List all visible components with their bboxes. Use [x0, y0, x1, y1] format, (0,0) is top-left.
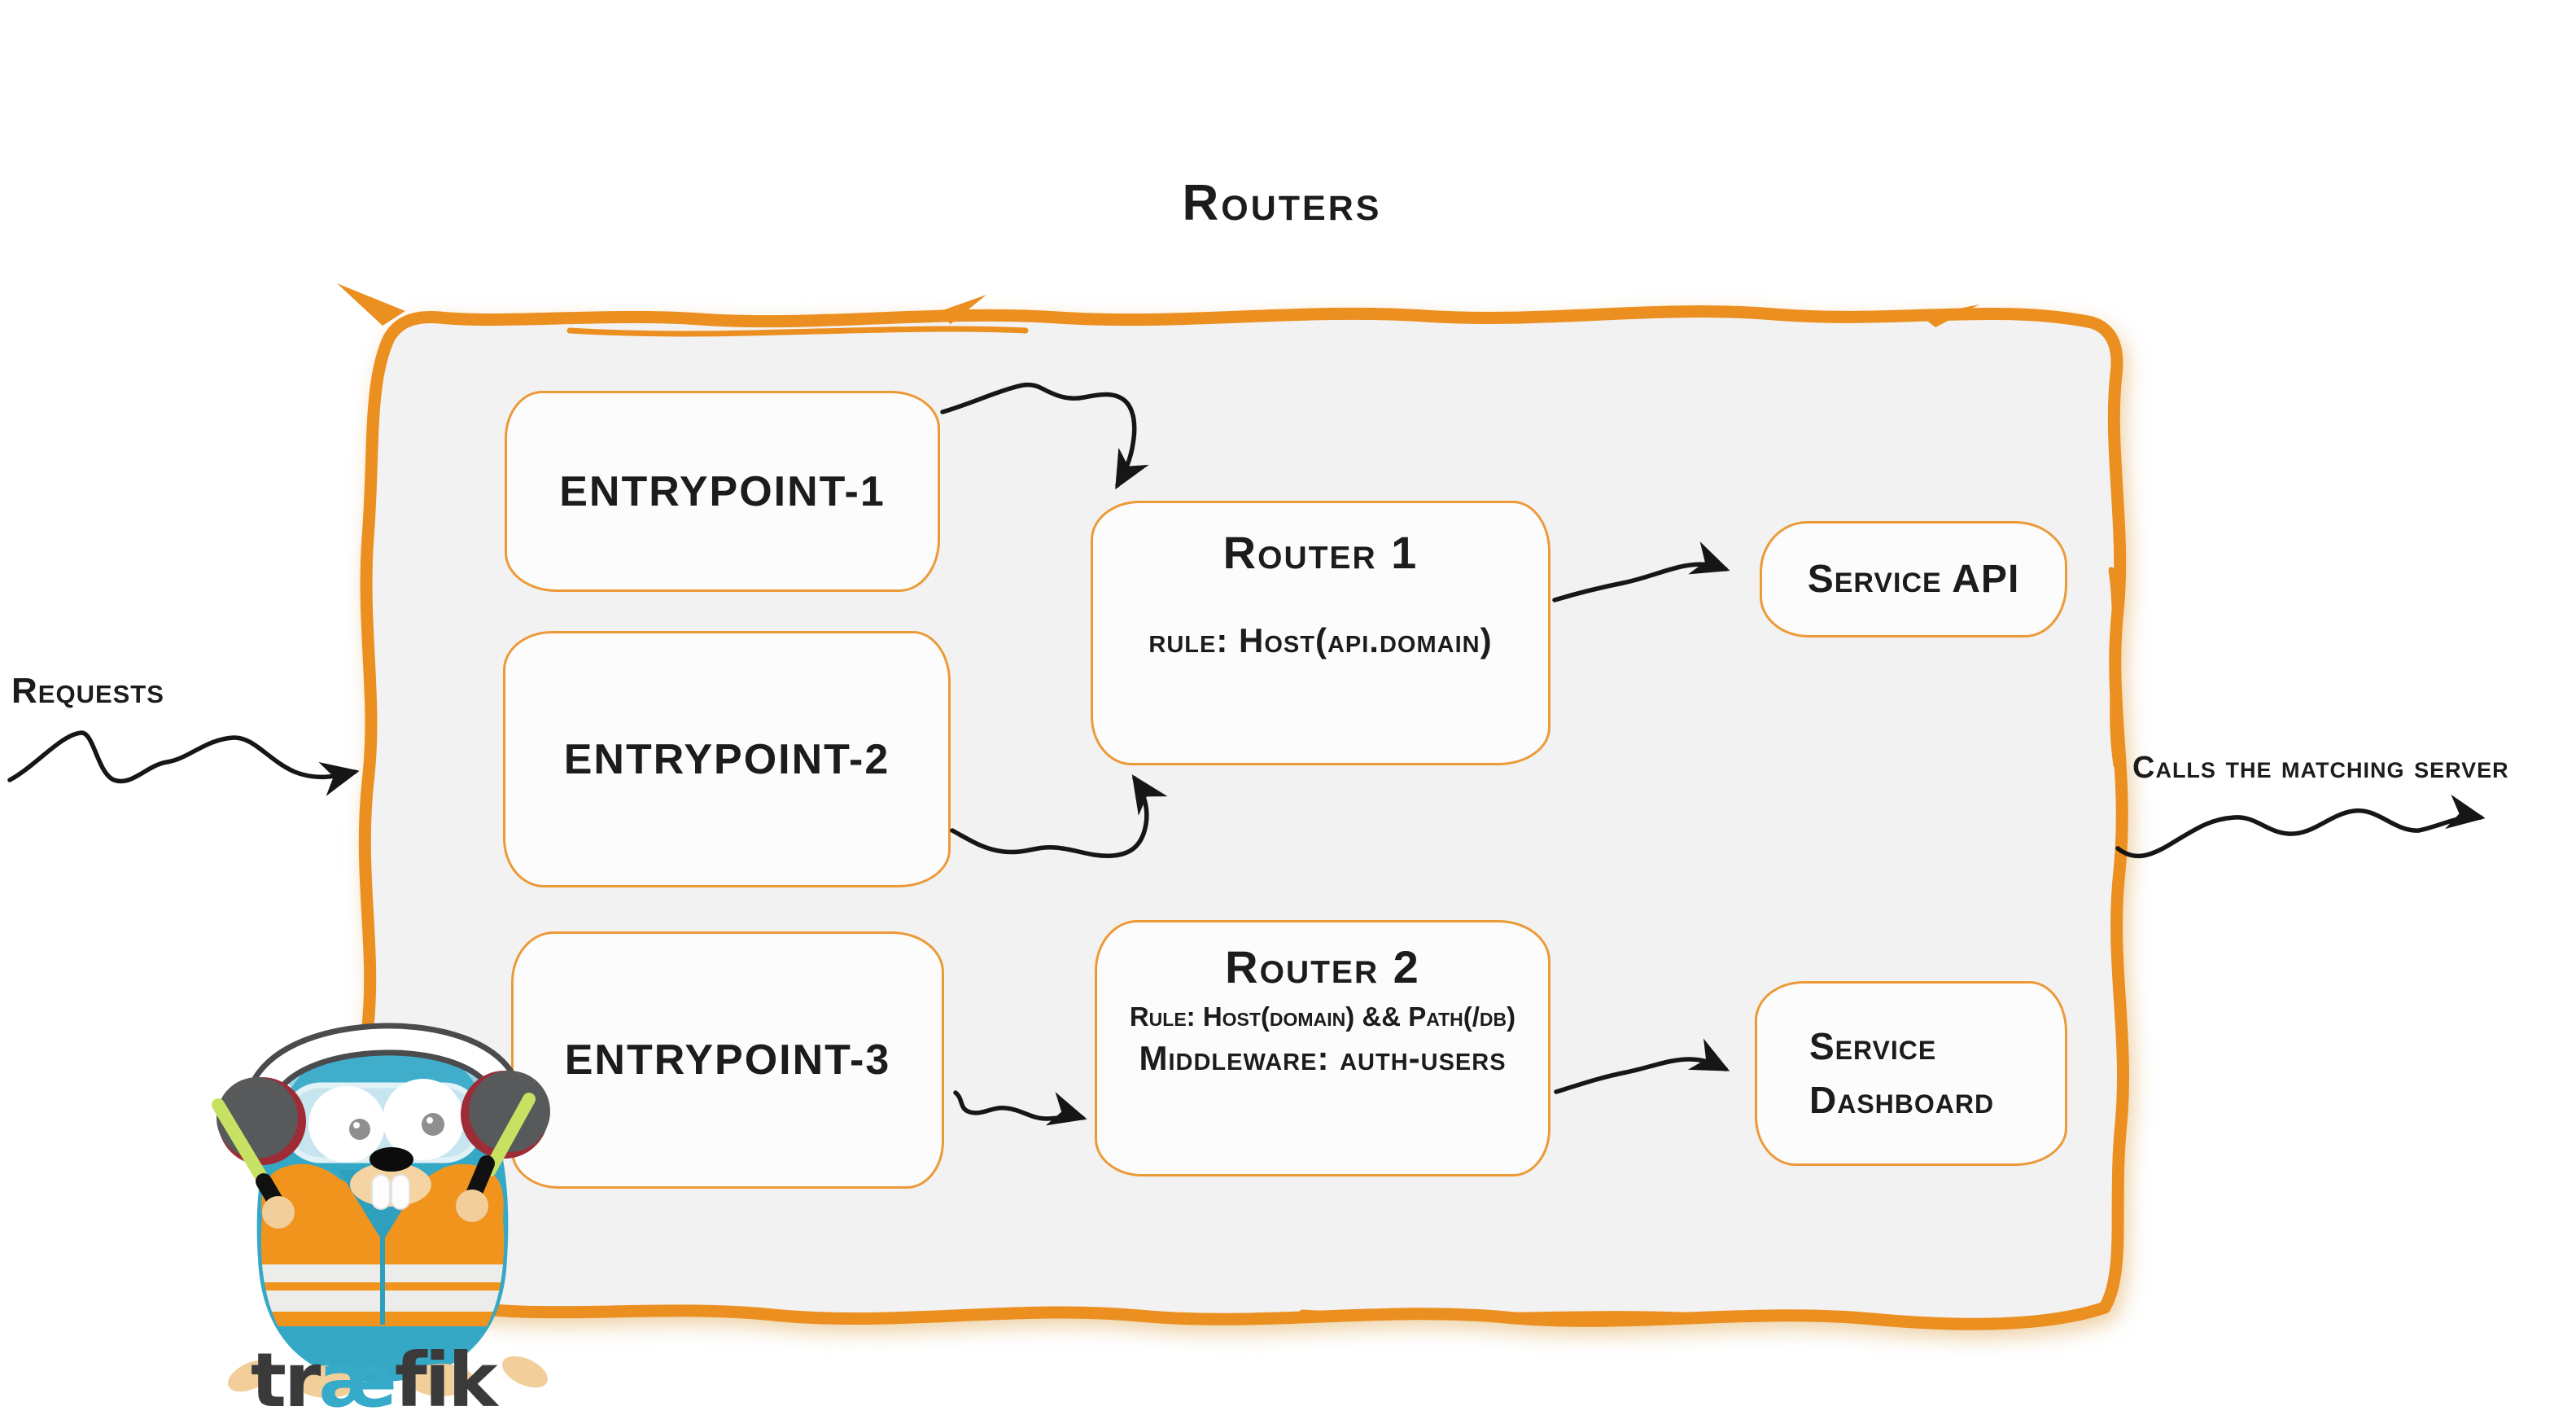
- router-2-rule: Rule: Host(domain) && Path(/db): [1129, 1001, 1516, 1032]
- arrow-router1-to-service-api: [1552, 541, 1730, 602]
- router-1-box: Router 1 rule: Host(api.domain): [1091, 501, 1550, 765]
- entrypoint-1-label: ENTRYPOINT-1: [559, 467, 886, 515]
- wordmark-part-ae: æ: [318, 1337, 396, 1424]
- service-dashboard-label-line1: Service: [1809, 1025, 1937, 1068]
- brush-spike-top-right: [1921, 305, 1979, 327]
- router-2-box: Router 2 Rule: Host(domain) && Path(/db)…: [1095, 920, 1550, 1176]
- brush-texture-bottom: [1299, 1309, 1729, 1321]
- wordmark-part-fik: fik: [394, 1337, 498, 1424]
- traefik-wordmark: træfik: [251, 1337, 498, 1424]
- service-api-box: Service API: [1760, 521, 2067, 638]
- service-dashboard-box: Service Dashboard: [1755, 981, 2067, 1166]
- requests-label: Requests: [11, 671, 164, 711]
- traefik-gopher-icon: [212, 1023, 550, 1398]
- entrypoint-3-box: ENTRYPOINT-3: [511, 931, 944, 1189]
- entrypoint-1-box: ENTRYPOINT-1: [505, 391, 940, 592]
- calls-label: Calls the matching server: [2132, 751, 2509, 785]
- router-2-title: Router 2: [1225, 941, 1420, 992]
- wordmark-part-tr: tr: [251, 1337, 321, 1424]
- arrow-router2-to-service-dashboard: [1554, 1038, 1730, 1094]
- brush-texture-right: [2108, 567, 2119, 769]
- service-api-label: Service API: [1807, 558, 2020, 601]
- arrow-entrypoint1-to-router1: [940, 382, 1149, 490]
- arrow-container-to-server: [2115, 794, 2486, 859]
- service-dashboard-label-line2: Dashboard: [1809, 1078, 1995, 1121]
- brush-spike-top-mid: [936, 295, 986, 324]
- arrow-entrypoint3-to-router2: [953, 1090, 1087, 1126]
- entrypoint-2-label: ENTRYPOINT-2: [563, 735, 890, 783]
- entrypoint-2-box: ENTRYPOINT-2: [503, 631, 951, 887]
- router-2-middleware: Middleware: auth-users: [1139, 1039, 1507, 1077]
- router-1-rule: rule: Host(api.domain): [1148, 621, 1493, 659]
- entrypoint-3-label: ENTRYPOINT-3: [564, 1036, 891, 1084]
- arrow-entrypoint2-to-router1: [950, 774, 1168, 858]
- brush-spike-top-left: [337, 283, 405, 326]
- router-1-title: Router 1: [1222, 527, 1419, 578]
- arrow-requests-to-container: [7, 730, 360, 796]
- page-title: Routers: [1182, 175, 1382, 231]
- brush-texture-top: [566, 326, 1029, 337]
